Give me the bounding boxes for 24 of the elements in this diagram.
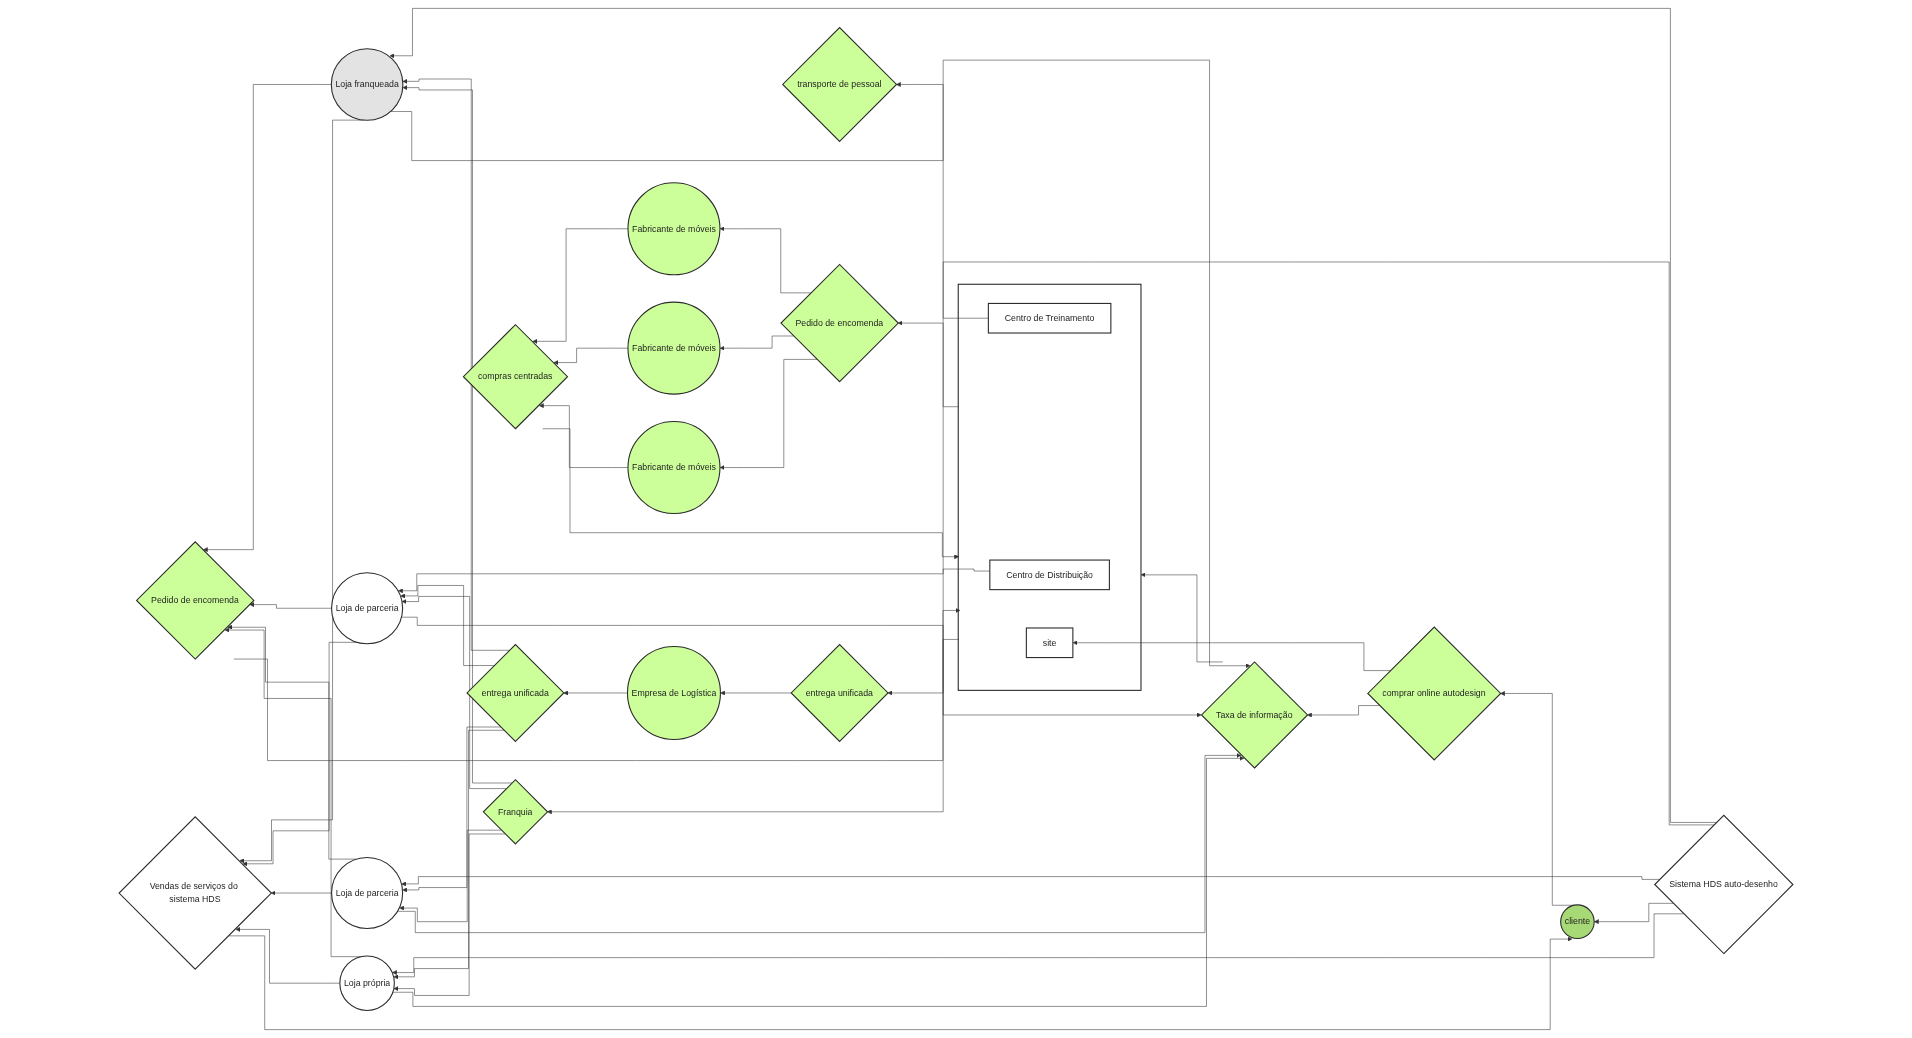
node-box: site <box>1025 627 1074 659</box>
node-circle: Loja de parceria <box>331 572 404 645</box>
node-circle: Fabricante de móveis <box>627 421 721 515</box>
cluster <box>957 283 1142 691</box>
node-diamond: entrega unificada <box>790 643 889 743</box>
node-box: Centro de Distribuição <box>989 559 1110 591</box>
node-diamond: Pedido de encomenda <box>780 263 900 383</box>
node-circle: Loja de parceria <box>331 856 404 930</box>
node-diamond: Franquia <box>482 778 549 845</box>
node-circle: Fabricante de móveis <box>627 182 721 276</box>
node-diamond: entrega unificada <box>466 643 565 743</box>
node-diamond: transporte de pessoal <box>781 26 898 143</box>
node-diamond: Vendas de serviços do sistema HDS <box>118 816 273 970</box>
node-circle: Empresa de Logística <box>626 645 721 740</box>
node-circle: Fabricante de móveis <box>627 301 721 395</box>
node-diamond: Pedido de encomenda <box>135 541 255 660</box>
node-diamond: comprar online autodesign <box>1367 626 1502 761</box>
node-diamond: Taxa de informação <box>1200 661 1309 769</box>
node-circle: Loja franqueada <box>330 48 404 121</box>
node-box: Centro de Treinamento <box>987 302 1112 334</box>
node-diamond: Sistema HDS auto-desenho <box>1653 814 1794 955</box>
node-diamond: compras centradas <box>462 323 569 430</box>
node-circle: cliente <box>1560 904 1595 939</box>
node-circle: Loja própria <box>339 955 395 1011</box>
